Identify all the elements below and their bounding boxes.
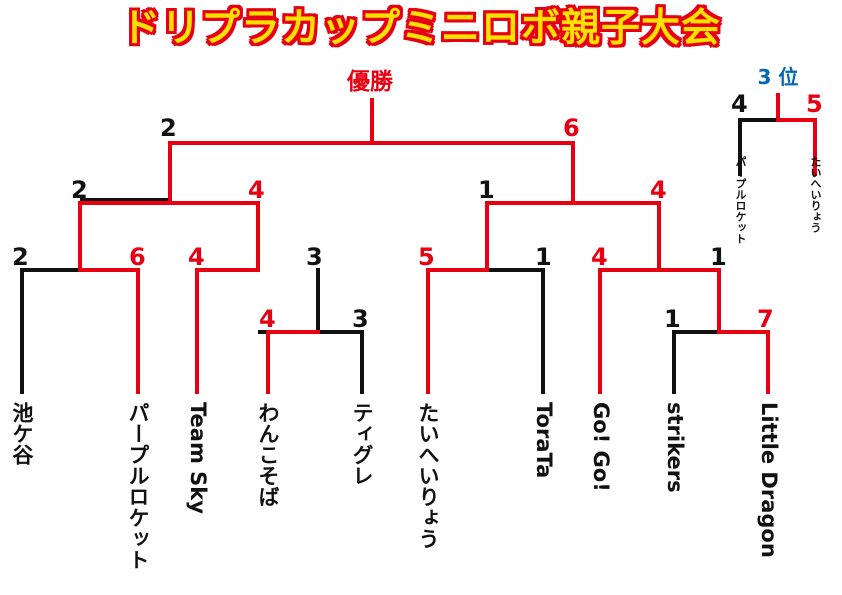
champion-label: 優勝 <box>347 69 393 95</box>
team-name: Team Sky <box>186 402 210 514</box>
third-place-team: パープルロケット <box>734 156 747 244</box>
score-qf-4: 4 <box>650 176 667 204</box>
third-place-team: たいへいりょう <box>809 156 822 233</box>
score-little-dragon: 7 <box>757 305 774 333</box>
score-gogo: 4 <box>591 243 608 271</box>
third-place-label: 3 位 <box>757 65 799 89</box>
score-round2-mid: 3 <box>306 243 323 271</box>
score-ikegaya: 2 <box>12 243 29 271</box>
winner-lines <box>78 93 817 394</box>
page-title: ドリプラカップミニロボ親子大会 <box>120 6 721 51</box>
score-round2-right: 1 <box>710 243 727 271</box>
team-name: ToraTa <box>532 402 556 479</box>
score-purple: 6 <box>129 243 146 271</box>
score-sf-right: 6 <box>563 114 580 142</box>
team-name: ティグレ <box>350 402 374 486</box>
team-name: Little Dragon <box>757 402 781 558</box>
score-third-left: 4 <box>731 90 748 118</box>
score-qf-1: 2 <box>71 176 88 204</box>
team-name: わんこそば <box>256 402 280 507</box>
score-qf-3: 1 <box>478 176 495 204</box>
score-teamsky: 4 <box>188 243 205 271</box>
score-third-right: 5 <box>806 90 823 118</box>
team-name: パープルロケット <box>126 402 150 570</box>
score-wanko: 4 <box>259 305 276 333</box>
score-torata: 1 <box>535 243 552 271</box>
score-taihei: 5 <box>418 243 435 271</box>
score-strikers: 1 <box>664 305 681 333</box>
team-name: Go! Go! <box>589 402 613 492</box>
team-name: たいへいりょう <box>416 402 440 549</box>
team-name: strikers <box>663 402 687 493</box>
score-tigre: 3 <box>352 305 369 333</box>
score-sf-left: 2 <box>160 114 177 142</box>
team-name: 池ケ谷 <box>10 402 34 465</box>
score-qf-2: 4 <box>248 176 265 204</box>
